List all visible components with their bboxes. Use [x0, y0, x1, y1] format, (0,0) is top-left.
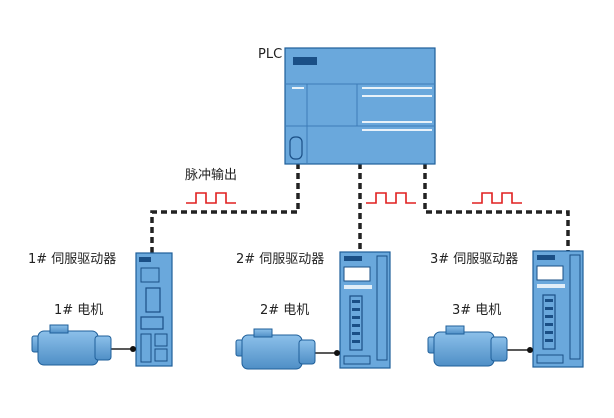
drive-terminal-1 [130, 346, 136, 352]
cable-to-drive-1 [150, 163, 300, 253]
drive-2-label: 2# 伺服驱动器 [236, 252, 325, 267]
pulse-cables [150, 163, 570, 253]
servo-drive-1 [135, 252, 173, 367]
servo-drive-2 [339, 251, 391, 369]
pulse-waveforms [186, 192, 522, 204]
pulse-output-label: 脉冲输出 [185, 168, 238, 183]
pulse-wave-2 [366, 192, 416, 204]
pulse-wave-1 [186, 192, 236, 204]
drive-terminal-3 [527, 347, 533, 353]
motor-1-label: 1# 电机 [54, 303, 104, 318]
drive-1-label: 1# 伺服驱动器 [28, 252, 117, 267]
motor-1 [31, 324, 112, 366]
drive-terminal-2 [334, 350, 340, 356]
drive-3-label: 3# 伺服驱动器 [430, 252, 519, 267]
motor-2-label: 2# 电机 [260, 303, 310, 318]
motor-3-label: 3# 电机 [452, 303, 502, 318]
cable-to-drive-3 [423, 163, 570, 251]
pulse-wave-3 [472, 192, 522, 204]
motor-3 [427, 325, 508, 367]
plc-label: PLC [258, 47, 283, 62]
servo-drive-3 [532, 250, 584, 368]
motor-2 [235, 328, 316, 370]
plc-unit [284, 47, 436, 165]
